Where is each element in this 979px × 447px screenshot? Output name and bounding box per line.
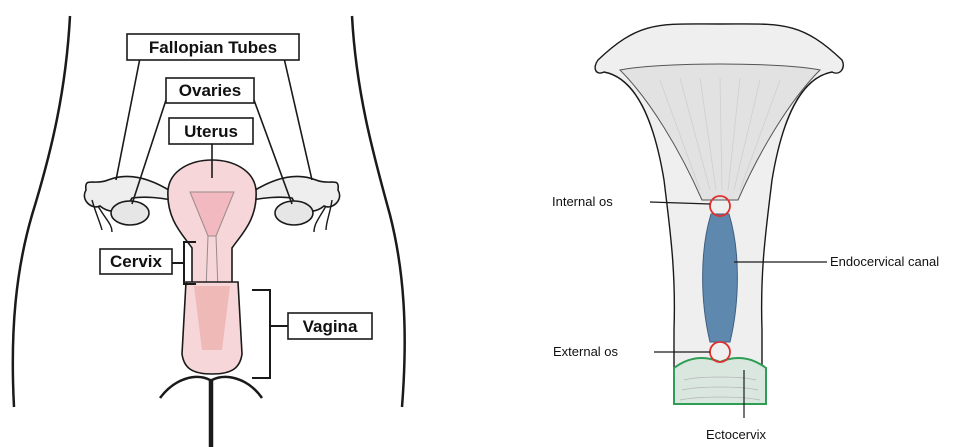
endocervical-canal-shape [703,214,738,342]
body-outline-left [13,16,70,407]
label-fallopian-tubes: Fallopian Tubes [149,38,277,57]
label-uterus: Uterus [184,122,238,141]
leader-fallopian-right [284,58,312,180]
leader-fallopian-left [116,58,140,180]
ovary-left [111,201,149,225]
label-vagina: Vagina [303,317,358,336]
label-ectocervix: Ectocervix [706,427,766,442]
body-outline-right [352,16,405,407]
label-ovaries: Ovaries [179,81,241,100]
cervix-cross-section-diagram: Internal os Endocervical canal External … [552,24,939,442]
ovary-right [275,201,313,225]
label-cervix: Cervix [110,252,163,271]
label-endocervical-canal: Endocervical canal [830,254,939,269]
label-external-os: External os [553,344,619,359]
vagina-bracket [252,290,288,378]
body-crotch-right [212,377,262,447]
body-crotch-left [160,377,210,447]
female-body-diagram: Fallopian Tubes Ovaries Uterus Cervix Va… [13,16,405,447]
label-internal-os: Internal os [552,194,613,209]
